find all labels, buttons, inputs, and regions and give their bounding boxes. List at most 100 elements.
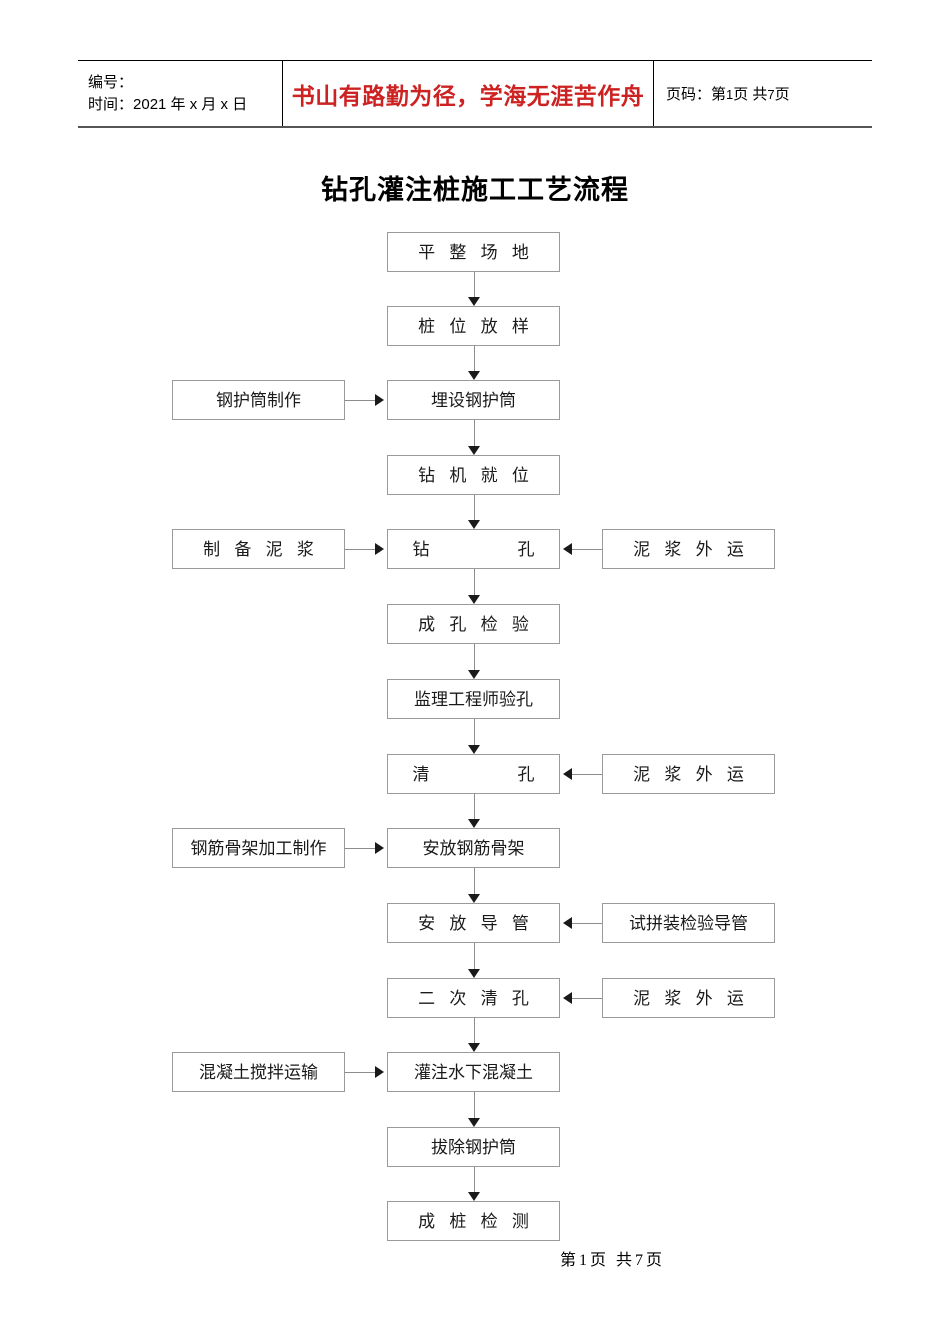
- node-label: 清 孔: [412, 764, 553, 784]
- header-right-cell: 页码：第1页 共7页: [654, 61, 872, 126]
- header-page-label: 页码：第: [666, 86, 727, 103]
- process-node-n8: 清 孔: [387, 754, 560, 794]
- node-label: 灌注水下混凝土: [414, 1062, 533, 1082]
- connector-line: [570, 549, 602, 550]
- arrow-down-icon: [467, 969, 480, 978]
- arrow-left-icon: [563, 543, 572, 555]
- connector-line: [473, 644, 475, 671]
- node-label: 二 次 清 孔: [418, 988, 534, 1008]
- process-node-n3: 埋设钢护筒: [387, 380, 560, 420]
- process-node-n13: 拔除钢护筒: [387, 1127, 560, 1167]
- connector-line: [345, 1072, 377, 1073]
- node-label: 安放钢筋骨架: [422, 838, 525, 858]
- arrow-right-icon: [375, 842, 384, 854]
- connector-line: [473, 1167, 475, 1193]
- header-motto: 书山有路勤为径，学海无涯苦作舟: [282, 61, 654, 126]
- node-label: 埋设钢护筒: [431, 390, 516, 410]
- node-label: 钻 孔: [412, 539, 553, 559]
- arrow-down-icon: [467, 595, 480, 604]
- process-node-n11: 二 次 清 孔: [387, 978, 560, 1018]
- process-node-n4: 钻 机 就 位: [387, 455, 560, 495]
- node-label: 监理工程师验孔: [414, 689, 533, 709]
- connector-line: [473, 569, 475, 596]
- arrow-left-icon: [563, 917, 572, 929]
- header-page-info: 页码：第1页 共7页: [666, 83, 872, 104]
- connector-line: [473, 868, 475, 895]
- connector-line: [345, 549, 377, 550]
- arrow-down-icon: [467, 520, 480, 529]
- process-node-n7: 监理工程师验孔: [387, 679, 560, 719]
- node-label: 钻 机 就 位: [418, 465, 534, 485]
- connector-line: [473, 495, 475, 521]
- connector-line: [345, 848, 377, 849]
- process-node-n1: 平 整 场 地: [387, 232, 560, 272]
- support-node-s1: 钢护筒制作: [172, 380, 345, 420]
- header-date-label: 时间：: [88, 95, 134, 113]
- support-node-s6: 试拼装检验导管: [602, 903, 775, 943]
- header-page-mid: 页 共: [733, 86, 768, 103]
- node-label: 平 整 场 地: [418, 242, 534, 262]
- header-page-current: 1: [726, 87, 734, 102]
- support-node-s5: 钢筋骨架加工制作: [172, 828, 345, 868]
- connector-line: [570, 923, 602, 924]
- header-date-value: 2021 年 x 月 x 日: [133, 95, 248, 113]
- node-label: 钢护筒制作: [216, 390, 301, 410]
- arrow-down-icon: [467, 1192, 480, 1201]
- arrow-down-icon: [467, 446, 480, 455]
- page-footer: 第1页 共7页: [560, 1246, 665, 1270]
- connector-line: [473, 420, 475, 447]
- node-label: 钢筋骨架加工制作: [190, 838, 327, 858]
- connector-line: [473, 943, 475, 970]
- support-node-s4: 泥 浆 外 运: [602, 754, 775, 794]
- page-header: 编号： 时间：2021 年 x 月 x 日 书山有路勤为径，学海无涯苦作舟 页码…: [78, 60, 872, 128]
- node-label: 试拼装检验导管: [629, 913, 748, 933]
- node-label: 拔除钢护筒: [431, 1137, 516, 1157]
- connector-line: [473, 794, 475, 820]
- header-page-suffix: 页: [774, 86, 790, 103]
- node-label: 制 备 泥 浆: [203, 539, 319, 559]
- arrow-down-icon: [467, 745, 480, 754]
- arrow-down-icon: [467, 670, 480, 679]
- footer-mid: 页 共: [590, 1252, 636, 1269]
- connector-line: [570, 774, 602, 775]
- connector-line: [570, 998, 602, 999]
- connector-line: [473, 1018, 475, 1044]
- node-label: 成 桩 检 测: [418, 1211, 534, 1231]
- arrow-down-icon: [467, 1043, 480, 1052]
- node-label: 泥 浆 外 运: [633, 539, 749, 559]
- connector-line: [345, 400, 377, 401]
- node-label: 混凝土搅拌运输: [199, 1062, 318, 1082]
- arrow-down-icon: [467, 371, 480, 380]
- process-node-n14: 成 桩 检 测: [387, 1201, 560, 1241]
- process-node-n2: 桩 位 放 样: [387, 306, 560, 346]
- support-node-s3: 泥 浆 外 运: [602, 529, 775, 569]
- process-node-n10: 安 放 导 管: [387, 903, 560, 943]
- node-label: 泥 浆 外 运: [633, 764, 749, 784]
- connector-line: [473, 1092, 475, 1119]
- connector-line: [473, 719, 475, 746]
- header-page-total: 7: [767, 87, 775, 102]
- support-node-s2: 制 备 泥 浆: [172, 529, 345, 569]
- page-title: 钻孔灌注桩施工工艺流程: [321, 175, 629, 205]
- arrow-right-icon: [375, 394, 384, 406]
- arrow-down-icon: [467, 297, 480, 306]
- support-node-s7: 泥 浆 外 运: [602, 978, 775, 1018]
- process-node-n6: 成 孔 检 验: [387, 604, 560, 644]
- connector-line: [473, 346, 475, 372]
- header-left-cell: 编号： 时间：2021 年 x 月 x 日: [78, 61, 282, 126]
- process-node-n5: 钻 孔: [387, 529, 560, 569]
- arrow-right-icon: [375, 543, 384, 555]
- node-label: 桩 位 放 样: [418, 316, 534, 336]
- footer-suffix: 页: [646, 1252, 666, 1269]
- arrow-down-icon: [467, 819, 480, 828]
- arrow-left-icon: [563, 992, 572, 1004]
- footer-prefix: 第: [560, 1252, 580, 1269]
- footer-total: 7: [635, 1252, 647, 1269]
- header-date-line: 时间：2021 年 x 月 x 日: [88, 94, 282, 115]
- node-label: 安 放 导 管: [418, 913, 534, 933]
- connector-line: [473, 272, 475, 298]
- footer-current: 1: [579, 1252, 591, 1269]
- arrow-down-icon: [467, 894, 480, 903]
